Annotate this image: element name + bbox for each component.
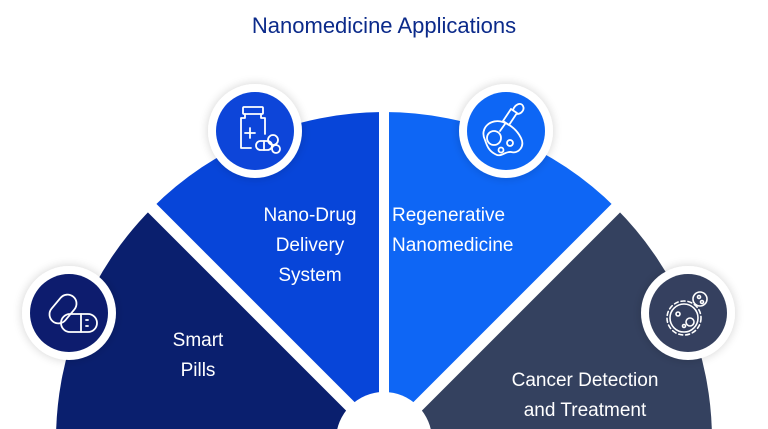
- label-smart-pills: Smart Pills: [172, 330, 224, 381]
- medicine-bottle-icon: [240, 106, 281, 154]
- segment-cancer: [395, 208, 712, 429]
- badge-drug-delivery: [208, 84, 302, 178]
- diagram-title: Nanomedicine Applications: [251, 13, 517, 38]
- cell-injection-icon: [482, 103, 525, 157]
- segment-drug-delivery: [152, 112, 384, 429]
- capsules-icon: [48, 293, 98, 333]
- center-hub: [337, 392, 431, 429]
- label-drug-delivery: Nano-Drug Delivery System: [263, 205, 357, 286]
- badge-smart-pills: [22, 266, 116, 360]
- label-cancer: Cancer Detection and Treatment: [511, 370, 659, 421]
- badge-regenerative: [459, 84, 553, 178]
- segment-regenerative: [384, 112, 616, 429]
- badge-cancer: [641, 266, 735, 360]
- label-regenerative: Regenerative Nanomedicine: [392, 205, 514, 256]
- cancer-cell-icon: [666, 291, 708, 336]
- segment-smart-pills: [56, 208, 373, 429]
